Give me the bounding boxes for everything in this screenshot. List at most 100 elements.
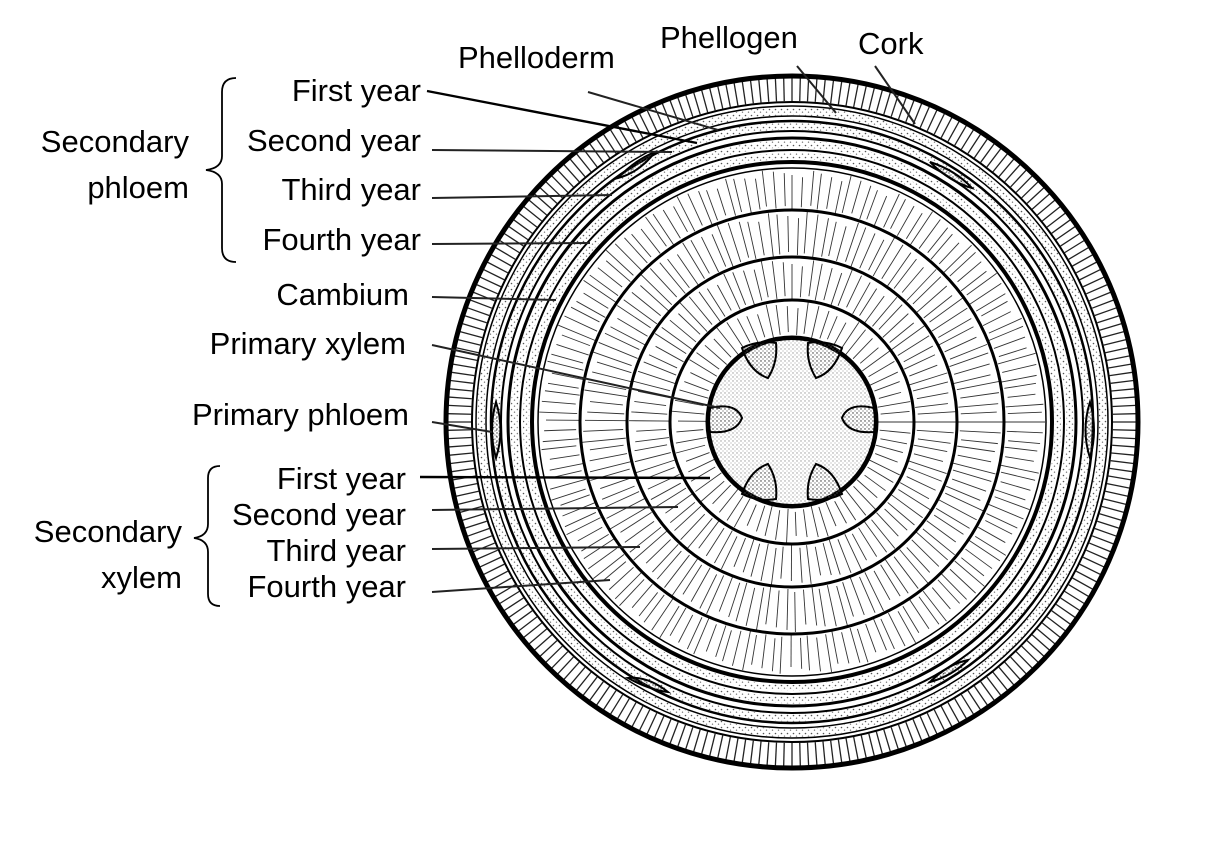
xylem-ray-line [597, 267, 623, 288]
xylem-ray-line [839, 495, 857, 521]
xylem-ray-line [945, 492, 984, 512]
xylem-ray-line [655, 345, 684, 363]
xylem-ray-line [609, 507, 647, 530]
xylem-ray-line [623, 299, 658, 325]
xylem-ray-line [842, 582, 854, 617]
xylem-ray-line [556, 343, 589, 356]
xylem-third-year-label: Third year [266, 533, 406, 568]
xylem-ray-line [614, 572, 642, 600]
stem-drawing [443, 73, 1141, 771]
phelloderm-leader [587, 91, 719, 131]
cork-hatch-line [733, 738, 739, 762]
xylem-ray-line [551, 488, 586, 501]
cork-hatch-line [1041, 206, 1061, 222]
cork-hatch-line [1086, 284, 1108, 295]
cork-hatch-line [576, 153, 592, 173]
xylem-ray-line [601, 485, 635, 500]
cork-hatch-line [1015, 651, 1033, 669]
xylem-ray-line [918, 219, 941, 249]
xylem-ray-line [988, 317, 1022, 334]
xylem-ray-line [651, 598, 674, 631]
secondary-xylem-label-line2: xylem [101, 560, 182, 595]
xylem-ray-line [624, 237, 648, 264]
xylem-ray-line [561, 334, 591, 347]
xylem-ray-line [873, 195, 888, 226]
xylem-ray-line [771, 261, 778, 299]
xylem-ray-line [551, 372, 584, 381]
xylem-ray-line [866, 190, 878, 220]
cork-hatch-line [1079, 268, 1101, 281]
cork-hatch-line [609, 694, 624, 715]
cork-hatch-line [749, 740, 754, 764]
xylem-ray-line [883, 193, 900, 228]
xylem-ray-line [890, 494, 923, 519]
xylem-ray-line [879, 429, 911, 434]
xylem-ray-line [1002, 363, 1037, 373]
xylem-ray-line [690, 372, 715, 385]
xylem-ring-4-boundary [578, 208, 1006, 636]
xylem-ray-line [988, 503, 1024, 520]
xylem-ray-line [954, 560, 985, 587]
xylem-ray-line [929, 297, 963, 323]
primary-xylem-lobe [740, 341, 778, 380]
xylem-ray-line [605, 260, 631, 283]
xylem-ray-line [880, 410, 910, 415]
cork-hatch-line [933, 709, 946, 731]
cork-hatch-line [1097, 520, 1120, 529]
xylem-ray-line [733, 537, 746, 567]
xylem-ray-line [923, 295, 953, 319]
xylem-ray-line [821, 218, 829, 257]
xylem-ray-line [589, 461, 631, 473]
xylem-ray-line [786, 508, 789, 543]
xylem-ray-line [949, 251, 976, 277]
xylem-ray-line [589, 274, 619, 296]
xylem-ray-line [760, 260, 769, 298]
phloem-third-year-label: Third year [281, 172, 421, 207]
xylem-ray-line [761, 170, 767, 207]
xylem-ray-line [952, 462, 996, 475]
primary-phloem-leader [431, 421, 493, 433]
cork-hatch-line [741, 739, 747, 763]
xylem-ray-line [938, 242, 960, 265]
cork-hatch-line [783, 78, 785, 102]
xylem-ray-line [1004, 446, 1038, 452]
xylem-ray-line [705, 624, 717, 652]
cork-hatch-line [1064, 239, 1085, 254]
xylem-ray-line [957, 445, 995, 453]
xylem-ray-line [676, 429, 704, 433]
cork-hatch-line [473, 542, 495, 553]
xylem-ray-line [998, 347, 1027, 358]
xylem-ray-line [956, 381, 1000, 391]
xylem-ray-line [916, 285, 948, 313]
xylem-ray-line [716, 224, 734, 267]
xylem-ray-line [718, 488, 739, 513]
cork-hatch-line [940, 705, 953, 727]
xylem-ray-line [669, 607, 687, 636]
cork-hatch-line [1051, 610, 1071, 625]
xylem-ray-line [981, 300, 1008, 317]
xylem-ray-line [878, 304, 903, 330]
xylem-ray-line [949, 352, 989, 367]
xylem-ray-line [850, 227, 867, 267]
xylem-ray-line [674, 505, 702, 531]
xylem-ray-line [733, 498, 751, 528]
xylem-ray-line [908, 467, 942, 482]
primary-phloem-patch [926, 658, 972, 684]
cork-hatch-line [1089, 291, 1111, 302]
cork-hatch-line [470, 299, 493, 309]
cork-hatch-line [1112, 396, 1136, 400]
xylem-ray-line [893, 556, 919, 589]
cork-hatch-line [557, 656, 574, 675]
cork-hatch-line [499, 590, 520, 605]
xylem-ray-line [961, 439, 998, 445]
pith [709, 339, 875, 505]
xylem-ray-line [841, 632, 850, 664]
xylem-ray-line [803, 211, 808, 254]
cork-hatch-line [868, 733, 875, 757]
xylem-ray-line [906, 547, 931, 573]
xylem-ray-line [916, 392, 949, 400]
cork-hatch-line [1108, 475, 1132, 481]
cork-hatch-line [1021, 645, 1039, 663]
xylem-ray-line [799, 266, 803, 298]
cork-hatch-line [646, 109, 658, 132]
